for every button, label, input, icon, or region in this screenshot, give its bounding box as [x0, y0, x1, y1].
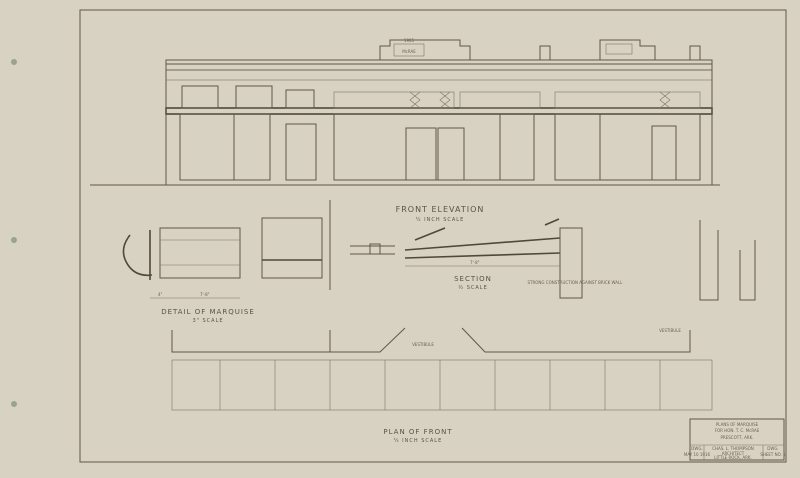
section-scale: ½ SCALE	[458, 284, 487, 291]
plan-scale: ¼ INCH SCALE	[394, 438, 443, 444]
sheet-border	[79, 9, 787, 463]
detail-dimension-b: 7'-8"	[200, 292, 210, 297]
architect-title: ARCHITECT	[722, 451, 745, 456]
detail-scale: 3" SCALE	[192, 318, 223, 324]
binder-hole	[11, 59, 17, 65]
sheet-number: SHEET NO. 1	[760, 452, 786, 457]
title-line-3: PRESCOTT, ARK.	[721, 435, 754, 440]
architect-city: LITTLE ROCK, ARK.	[714, 455, 752, 460]
section-dimension: 7'-8"	[470, 260, 480, 265]
building-sign: McRAE	[402, 49, 416, 54]
marquise-section: 7'-8"	[350, 218, 583, 299]
drawing-box-label: DWG.	[767, 446, 778, 451]
front-plan: VESTIBULE VESTIBULE	[171, 220, 756, 411]
section-note: STRONG CONSTRUCTION AGAINST BRICK WALL	[528, 280, 624, 285]
section-title: SECTION	[454, 275, 492, 283]
title-block: PLANS OF MARQUISE FOR HON. T. C. McRAE P…	[684, 418, 786, 461]
plan-title: PLAN OF FRONT	[383, 428, 452, 436]
title-line-2: FOR HON. T. C. McRAE	[715, 428, 760, 433]
drawing-box-label: DWG.	[691, 446, 702, 451]
marquise	[165, 107, 713, 115]
elevation-scale: ¼ INCH SCALE	[416, 217, 465, 223]
architect-name: CHAS. L. THOMPSON	[712, 446, 754, 451]
title-line-1: PLANS OF MARQUISE	[716, 422, 759, 427]
detail-dimension-a: 4"	[158, 292, 163, 297]
vestibule-label: VESTIBULE	[412, 342, 434, 347]
vestibule-label: VESTIBULE	[659, 328, 681, 333]
detail-title: DETAIL OF MARQUISE	[161, 308, 255, 316]
elevation-title: FRONT ELEVATION	[396, 205, 485, 214]
date-panel: 1905	[404, 38, 415, 43]
drawing-date: MAY 10 1916	[684, 452, 711, 457]
front-elevation: McRAE 1905	[90, 38, 720, 186]
marquise-detail: 4" 7'-8"	[122, 200, 331, 299]
binder-hole	[11, 237, 17, 243]
binder-hole	[11, 401, 17, 407]
